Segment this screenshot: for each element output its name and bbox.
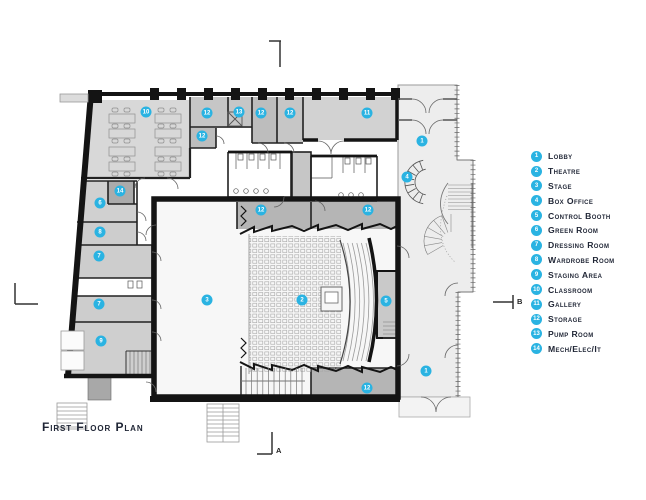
legend-item-4: 4 Box Office [531,193,615,208]
section-marker-a-label: A [276,446,282,455]
theatre-seating [248,234,396,374]
elevator-shaft [292,152,311,198]
gallery-room [303,97,397,140]
room-badge-4: 4 [401,171,413,183]
legend-item-6: 6 Green Room [531,223,615,238]
room-badge-11: 11 [361,107,373,119]
legend-item-11: 11 Gallery [531,297,615,312]
page-title: First Floor Plan [42,420,144,434]
legend-item-13: 13 Pump Room [531,327,615,342]
legend-badge-10: 10 [531,284,542,296]
legend-badge-14: 14 [531,343,542,355]
legend-item-9: 9 Staging Area [531,267,615,282]
room-badge-10: 10 [140,106,152,118]
legend-badge-2: 2 [531,165,542,177]
legend-item-label: Lobby [548,151,573,162]
restroom-fixtures [127,153,372,289]
legend: 1 Lobby 2 Theatre 3 Stage 4 Box Office 5 Control … [531,149,615,356]
interior-walls [70,97,397,397]
room-badge-12: 12 [284,107,296,119]
lobby-glazing [398,85,476,397]
legend-item-5: 5 Control Booth [531,208,615,223]
room-badge-9: 9 [95,335,107,347]
storage-south [311,368,397,397]
lobby-area [397,84,474,398]
legend-badge-6: 6 [531,224,542,236]
room-badge-12: 12 [201,107,213,119]
legend-item-1: 1 Lobby [531,149,615,164]
room-badge-7: 7 [93,250,105,262]
storage-room-b [252,97,277,143]
exterior-elements [56,93,240,443]
room-badge-1: 1 [420,365,432,377]
legend-item-label: Dressing Room [548,240,610,251]
legend-item-label: Stage [548,180,572,191]
legend-badge-7: 7 [531,239,542,251]
legend-item-8: 8 Wardrobe Room [531,253,615,268]
legend-badge-5: 5 [531,210,542,222]
dressing-room-1 [73,245,152,278]
legend-item-label: Gallery [548,299,582,310]
room-badge-2: 2 [296,294,308,306]
legend-item-14: 14 Mech/Elec/It [531,341,615,356]
legend-item-label: Green Room [548,225,599,236]
section-marker-b-label: B [517,297,523,306]
room-fills [65,84,474,418]
room-badge-12: 12 [361,382,373,394]
legend-item-2: 2 Theatre [531,164,615,179]
room-badge-12: 12 [255,107,267,119]
room-badge-7: 7 [93,298,105,310]
storage-north-left [237,202,311,229]
room-badge-3: 3 [201,294,213,306]
legend-item-label: Staging Area [548,269,603,280]
legend-item-label: Wardrobe Room [548,254,615,265]
legend-badge-4: 4 [531,195,542,207]
legend-item-label: Mech/Elec/It [548,343,602,354]
classroom-furniture [108,107,182,177]
legend-item-label: Pump Room [548,328,594,339]
lobby-grand-stair [423,182,473,263]
room-badge-13: 13 [233,106,245,118]
legend-item-3: 3 Stage [531,179,615,194]
room-badge-6: 6 [94,197,106,209]
room-badge-1: 1 [416,135,428,147]
legend-item-label: Theatre [548,166,581,177]
theatre-stairs [125,350,305,395]
room-badge-12: 12 [362,204,374,216]
legend-item-label: Box Office [548,195,594,206]
legend-item-label: Control Booth [548,210,611,221]
entry-canopy [398,396,471,418]
legend-badge-11: 11 [531,298,542,310]
room-badge-14: 14 [114,185,126,197]
legend-badge-12: 12 [531,313,542,325]
legend-item-10: 10 Classroom [531,282,615,297]
wardrobe-room [76,222,137,245]
legend-badge-13: 13 [531,328,542,340]
legend-badge-8: 8 [531,254,542,266]
legend-badge-9: 9 [531,269,542,281]
legend-item-label: Storage [548,314,583,325]
legend-badge-1: 1 [531,150,542,162]
door-swings [134,98,459,413]
exterior-ramp [87,375,112,401]
dressing-room-2 [70,296,152,322]
storage-room-c [277,97,303,143]
acoustic-walls [239,205,398,374]
legend-item-12: 12 Storage [531,312,615,327]
room-badge-5: 5 [380,295,392,307]
room-badge-12: 12 [255,204,267,216]
structural-walls [64,88,401,402]
legend-item-label: Classroom [548,284,593,295]
classroom-room [81,100,190,178]
legend-badge-3: 3 [531,180,542,192]
section-markers [14,40,514,455]
room-badge-12: 12 [196,130,208,142]
legend-item-7: 7 Dressing Room [531,238,615,253]
room-badge-8: 8 [94,226,106,238]
